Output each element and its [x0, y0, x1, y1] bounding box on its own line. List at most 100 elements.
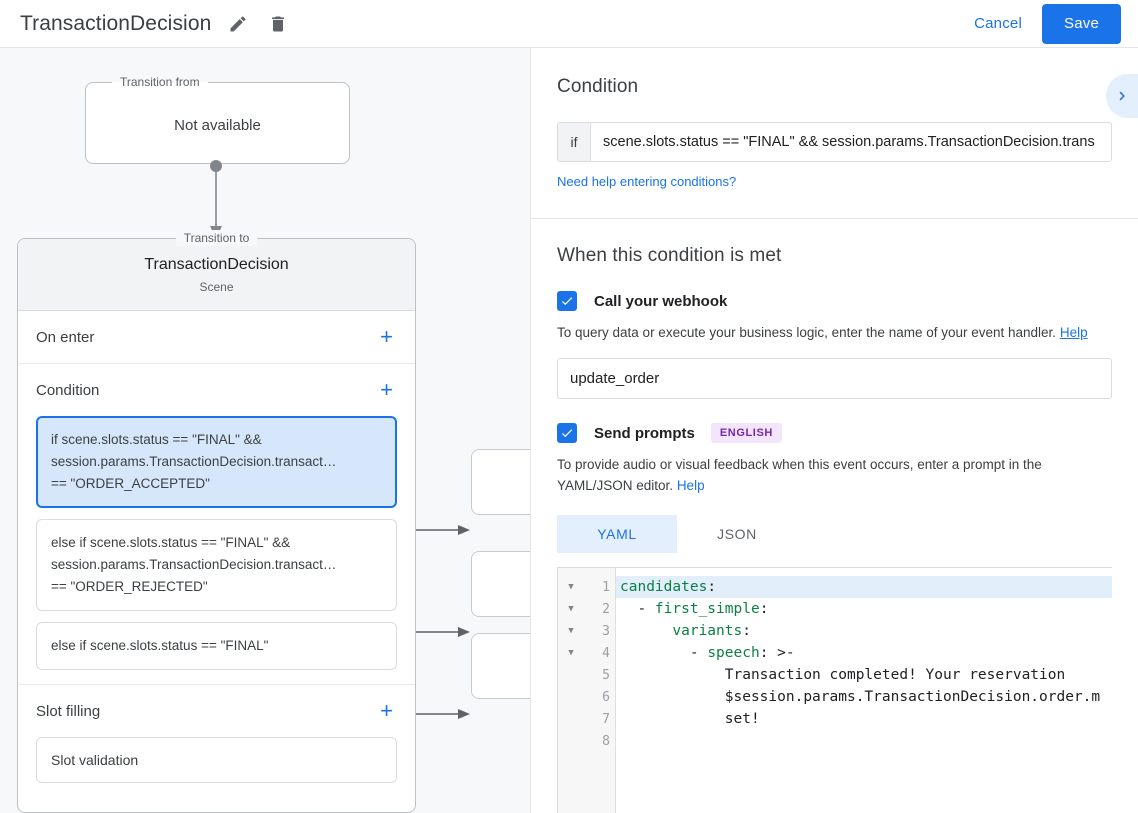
event-handler-input[interactable] — [557, 358, 1112, 399]
add-slot-filling-icon[interactable]: + — [380, 698, 393, 723]
fold-arrow-icon[interactable]: ▼ — [568, 604, 574, 614]
trash-icon — [272, 16, 285, 31]
scene-type: Scene — [199, 280, 234, 294]
slot-validation-item[interactable]: Slot validation — [36, 737, 397, 783]
send-prompts-checkbox[interactable] — [557, 423, 577, 443]
scene-card-header[interactable]: TransactionDecision Scene — [18, 239, 415, 311]
editor-gutter-row: ▼7 — [558, 708, 615, 730]
condition-item-3[interactable]: else if scene.slots.status == "FINAL" — [36, 622, 397, 670]
editor-gutter-row: ▼5 — [558, 664, 615, 686]
condition-heading: Condition — [557, 76, 639, 97]
code-token: Transaction completed! Your reservation — [620, 667, 1066, 683]
editor-code-line: Transaction completed! Your reservation — [616, 664, 1112, 686]
code-token: variants — [672, 623, 743, 639]
scene-name: TransactionDecision — [144, 256, 289, 273]
editor-line-number: 5 — [602, 667, 610, 683]
send-prompts-label: Send prompts — [594, 424, 695, 442]
editor-format-tabs: YAML JSON — [557, 515, 1112, 553]
top-bar: TransactionDecision Cancel Save — [0, 0, 1138, 48]
condition-item-3-line1: else if scene.slots.status == "FINAL" — [51, 638, 269, 653]
delete-trash-icon[interactable] — [265, 11, 291, 37]
code-token: speech — [707, 645, 760, 661]
prompts-description: To provide audio or visual feedback when… — [557, 454, 1112, 496]
tab-yaml[interactable]: YAML — [557, 515, 677, 553]
language-badge: ENGLISH — [710, 423, 782, 443]
webhook-check-row: Call your webhook — [557, 291, 1112, 311]
editor-code-line: candidates: — [616, 576, 1112, 598]
editor-line-number: 6 — [602, 689, 610, 705]
editor-line-number: 2 — [602, 601, 610, 617]
editor-gutter-row: ▼1 — [558, 576, 615, 598]
scene-card: TransactionDecision Scene On enter + Con… — [17, 238, 416, 813]
code-token: first_simple — [654, 601, 760, 617]
condition-item-1[interactable]: if scene.slots.status == "FINAL" && sess… — [36, 416, 397, 508]
edit-pencil-icon[interactable] — [225, 11, 251, 37]
editor-line-number: 4 — [602, 645, 610, 661]
add-condition-icon[interactable]: + — [380, 377, 393, 402]
editor-code-line: set! — [616, 708, 1112, 730]
editor-line-number: 8 — [602, 733, 610, 749]
condition-item-2-line3: == "ORDER_REJECTED" — [51, 579, 208, 594]
save-button[interactable]: Save — [1042, 3, 1121, 44]
code-token: candidates — [620, 579, 708, 595]
editor-line-number: 7 — [602, 711, 610, 727]
code-token: : >- — [759, 645, 795, 661]
condition-input-row: if — [557, 122, 1112, 162]
call-webhook-checkbox[interactable] — [557, 291, 577, 311]
checkmark-icon — [561, 429, 573, 438]
details-panel: Condition if Need help entering conditio… — [530, 48, 1138, 813]
editor-gutter-row: ▼2 — [558, 598, 615, 620]
fold-arrow-icon[interactable]: ▼ — [568, 626, 574, 636]
transition-connector-arrow — [210, 160, 222, 239]
editor-code-line: variants: — [616, 620, 1112, 642]
chevron-right-icon — [1119, 91, 1125, 101]
transition-from-legend: Transition from — [120, 75, 200, 89]
prompts-check-row: Send prompts ENGLISH — [557, 423, 1112, 443]
editor-line-number: 3 — [602, 623, 610, 639]
condition-section: Condition if Need help entering conditio… — [531, 48, 1138, 191]
webhook-description-text: To query data or execute your business l… — [557, 325, 1057, 340]
section-condition-head: Condition + — [36, 364, 397, 416]
panel-divider — [531, 218, 1138, 219]
if-prefix-label: if — [558, 123, 591, 161]
cancel-button[interactable]: Cancel — [962, 7, 1034, 40]
code-token: : — [759, 601, 769, 617]
call-webhook-label: Call your webhook — [594, 292, 728, 310]
section-slot-filling: Slot filling + Slot validation — [18, 685, 415, 797]
page-title: TransactionDecision — [20, 11, 212, 35]
condition-item-1-line3: == "ORDER_ACCEPTED" — [51, 476, 210, 491]
when-condition-met-heading: When this condition is met — [557, 245, 782, 266]
transition-from-box: Transition from Not available — [85, 75, 350, 164]
section-on-enter-head: On enter + — [36, 311, 397, 363]
code-token: : — [707, 579, 717, 595]
code-token: set! — [620, 711, 760, 727]
code-token: $session.params.TransactionDecision.orde… — [620, 689, 1101, 705]
tab-json[interactable]: JSON — [717, 526, 757, 542]
code-token: : — [742, 623, 751, 639]
editor-code-line — [616, 730, 1112, 752]
section-condition: Condition + if scene.slots.status == "FI… — [18, 364, 415, 685]
fold-arrow-icon[interactable]: ▼ — [568, 582, 574, 592]
webhook-help-link[interactable]: Help — [1059, 325, 1088, 340]
yaml-editor[interactable]: ▼1▼2▼3▼4▼5▼6▼7▼8 candidates: - first_sim… — [557, 567, 1112, 813]
prompts-help-link[interactable]: Help — [676, 478, 705, 493]
condition-item-1-line1: if scene.slots.status == "FINAL" && — [51, 432, 262, 447]
section-slot-filling-head: Slot filling + — [36, 685, 397, 737]
editor-code-line: $session.params.TransactionDecision.orde… — [616, 686, 1112, 708]
fold-arrow-icon[interactable]: ▼ — [568, 648, 574, 658]
condition-item-2[interactable]: else if scene.slots.status == "FINAL" &&… — [36, 519, 397, 611]
editor-gutter-row: ▼8 — [558, 730, 615, 752]
condition-input[interactable] — [591, 123, 1111, 161]
add-on-enter-icon[interactable]: + — [380, 324, 393, 349]
editor-code-line: - first_simple: — [616, 598, 1112, 620]
editor-code-area[interactable]: candidates: - first_simple: variants: - … — [616, 568, 1112, 813]
condition-item-1-line2: session.params.TransactionDecision.trans… — [51, 454, 337, 469]
editor-gutter-row: ▼3 — [558, 620, 615, 642]
editor-gutter-row: ▼6 — [558, 686, 615, 708]
need-help-conditions-link[interactable]: Need help entering conditions? — [557, 174, 737, 189]
section-condition-title: Condition — [36, 381, 100, 399]
collapse-panel-button[interactable] — [1106, 74, 1138, 118]
condition-list: if scene.slots.status == "FINAL" && sess… — [36, 416, 397, 684]
editor-gutter[interactable]: ▼1▼2▼3▼4▼5▼6▼7▼8 — [558, 568, 616, 813]
